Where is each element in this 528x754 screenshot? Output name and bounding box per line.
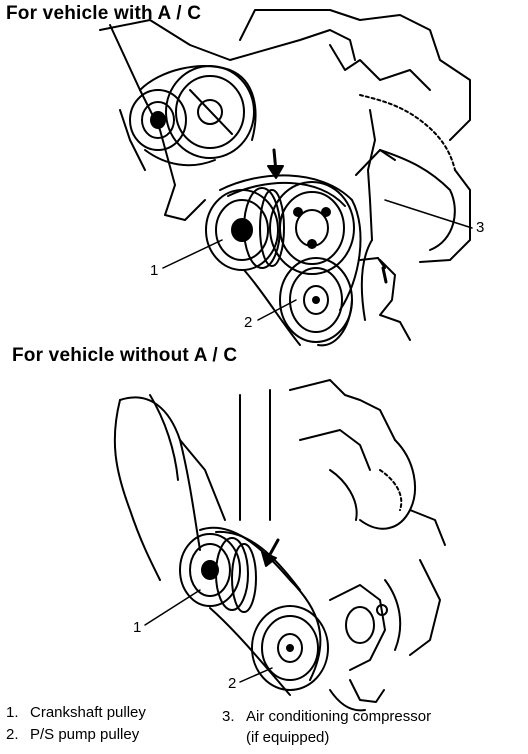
heading-without-ac: For vehicle without A / C — [12, 345, 238, 366]
legend-text: P/S pump pulley — [30, 726, 140, 743]
legend-text: (if equipped) — [246, 729, 330, 746]
legend-number: 1. — [6, 704, 19, 721]
callout-2-bottom: 2 — [228, 675, 237, 692]
callout-1-top: 1 — [150, 262, 159, 279]
bottom-illustration — [113, 379, 446, 712]
legend-item-3: 3. Air conditioning compressor — [222, 708, 431, 725]
heading-with-ac: For vehicle with A / C — [6, 3, 202, 24]
callout-2-top: 2 — [244, 314, 253, 331]
top-illustration — [99, 9, 473, 347]
legend-number: 3. — [222, 708, 235, 725]
legend-item-2: 2. P/S pump pulley — [6, 726, 139, 743]
callout-1-bottom: 1 — [133, 619, 142, 636]
callout-3-top: 3 — [476, 219, 485, 236]
legend-item-1: 1. Crankshaft pulley — [6, 704, 146, 721]
legend-text: Crankshaft pulley — [30, 704, 146, 721]
legend-text: Air conditioning compressor — [246, 708, 432, 725]
legend-number: 2. — [6, 726, 19, 743]
legend-item-3-note: (if equipped) — [246, 729, 329, 746]
